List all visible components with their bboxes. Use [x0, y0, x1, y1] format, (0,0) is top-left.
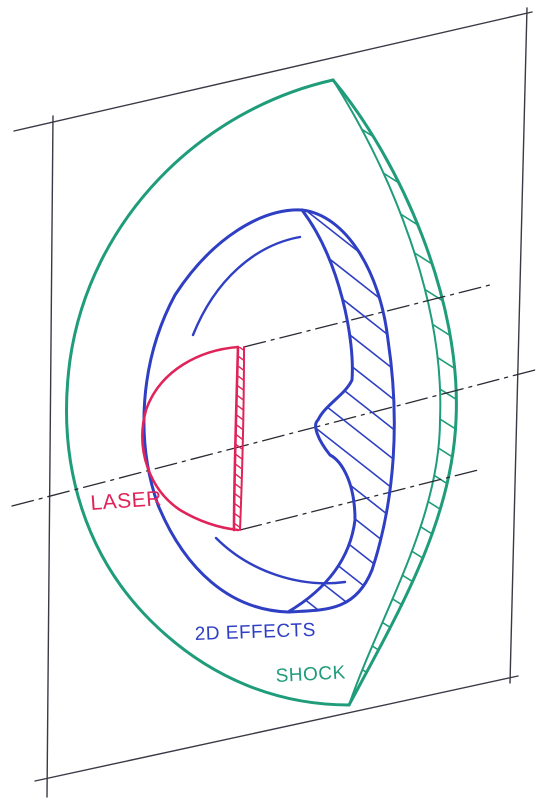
frame-top-edge — [13, 11, 533, 132]
effects-region — [142, 208, 396, 614]
axis-lines — [11, 284, 536, 531]
effects-hatching — [288, 210, 395, 612]
laser-edge-left — [232, 345, 240, 532]
shock-front — [65, 78, 458, 707]
frame-bottom-edge — [34, 675, 519, 782]
effects-inner-arc-top — [191, 235, 302, 337]
laser-hatching — [234, 347, 244, 530]
laser-edge-right — [239, 346, 245, 531]
shock-outer-edge — [331, 78, 458, 707]
laser-label: LASER — [90, 487, 163, 515]
effects-inner-arc-bottom — [214, 536, 347, 585]
axis-lower — [239, 469, 479, 531]
laser-region — [141, 345, 245, 532]
shock-outer-dome — [65, 78, 351, 707]
frame-right-edge — [509, 7, 528, 684]
effects-inner-contour — [286, 208, 357, 614]
frame — [13, 7, 533, 798]
shock-label: SHOCK — [275, 662, 346, 687]
laser-dome — [141, 345, 240, 532]
axis-upper — [243, 284, 491, 348]
effects-outer-contour — [142, 208, 396, 614]
shock-inner-edge — [332, 79, 442, 706]
effects-label: 2D EFFECTS — [194, 620, 316, 645]
frame-left-edge — [46, 115, 54, 798]
axis-center — [11, 369, 536, 507]
